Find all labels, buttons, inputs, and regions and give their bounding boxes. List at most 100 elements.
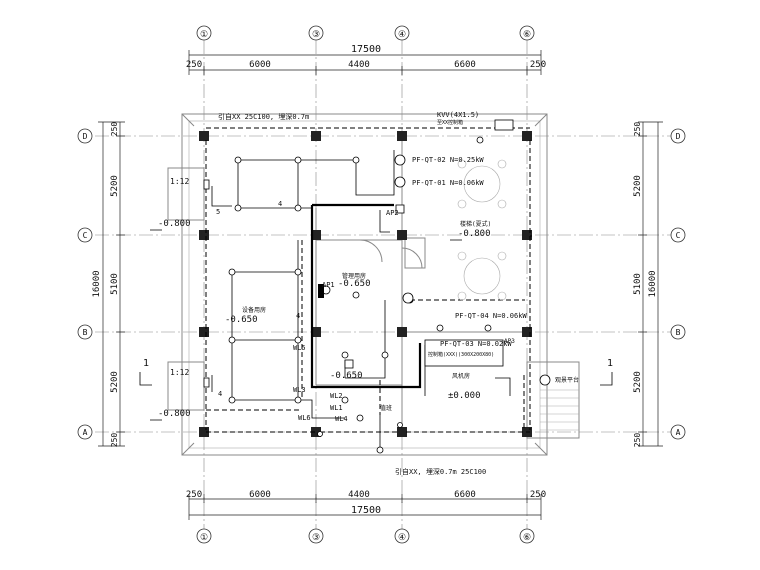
dimension-text: 250 (186, 60, 202, 70)
dimension-text: 5100 (633, 273, 643, 295)
wall-lamp-icon (436, 324, 444, 332)
dimension-text: 6000 (249, 60, 271, 70)
axis-label: ③ (312, 533, 320, 543)
grounding-icon (376, 446, 384, 454)
dimension-text: 250 (186, 490, 202, 500)
dimension-text: 5100 (110, 273, 120, 295)
dimension-right: 250 5200 5100 5200 250 16000 (633, 122, 663, 448)
circuit-label: WL4 (335, 415, 348, 423)
axis-label: ③ (312, 30, 320, 40)
dimension-text: 5200 (110, 175, 120, 197)
ceiling-light-icon (294, 336, 302, 344)
axis-bubbles-left: D C B A (77, 128, 93, 440)
dimension-text: 6000 (249, 490, 271, 500)
circuit-label: WL3 (293, 386, 306, 394)
kvv-label: KVV(4X1.5) (437, 111, 479, 119)
axis-label: ① (200, 30, 208, 40)
elevation-label: -0.800 (158, 409, 191, 419)
ceiling-light-icon (356, 414, 364, 422)
ceiling-light-icon (294, 268, 302, 276)
equipment-label: PF-QT-02 N=0.25kW (412, 156, 484, 164)
dimension-text: 16000 (92, 270, 102, 297)
annotations: 引自XX 25C100, 埋深0.7m KVV(4X1.5) 至XX控制箱 PF… (143, 111, 613, 476)
building-walls (167, 113, 580, 456)
dimension-text: 250 (110, 122, 119, 137)
dimension-left: 16000 250 5200 5100 5200 250 (92, 122, 125, 448)
dimension-bottom: 250 6000 4400 6600 250 17500 (186, 490, 546, 520)
fan-icon (402, 292, 414, 304)
ceiling-light-icon (352, 291, 360, 299)
control-box (424, 339, 504, 367)
room-label: 管理用房 (342, 272, 366, 280)
incoming-feeder (376, 415, 384, 454)
light-fixtures (228, 136, 492, 437)
axis-label: C (676, 231, 681, 240)
fan-icon (539, 374, 551, 386)
wire-count: 5 (216, 208, 220, 216)
equipment-label: PF-QT-03 N=0.02kW (440, 340, 512, 348)
panel-label: AP1 (322, 281, 335, 289)
dimension-text: 16000 (648, 270, 658, 297)
panel-label: AP2 (386, 209, 399, 217)
ceiling-light-icon (381, 351, 389, 359)
ceiling-light-icon (294, 396, 302, 404)
dimension-text: 5200 (633, 371, 643, 393)
ceiling-light-icon (228, 396, 236, 404)
elevation-label: -0.650 (330, 371, 363, 381)
axis-label: D (83, 132, 88, 141)
axis-label: B (83, 328, 88, 337)
room-label: 楼梯(夏式) (460, 220, 491, 228)
axis-label: ① (200, 533, 208, 543)
socket-icon (203, 179, 210, 190)
distribution-runs (310, 203, 422, 389)
section-mark: 1 (143, 358, 149, 369)
elevation-label: -0.800 (458, 229, 491, 239)
dimension-text: 250 (110, 433, 119, 448)
wall-lamp-icon (476, 136, 484, 144)
control-box-label: 控制箱(XXX)(300X200X80) (428, 351, 494, 358)
equipment-label: PF-QT-01 N=0.06kW (412, 179, 484, 187)
dimension-text: 250 (633, 433, 642, 448)
section-mark: 1 (607, 358, 613, 369)
room-label: 值班 (380, 404, 392, 412)
elevation-label: -0.800 (158, 219, 191, 229)
ceiling-light-icon (341, 351, 349, 359)
axis-label: ④ (398, 533, 406, 543)
ratio-label: 1:12 (170, 177, 189, 186)
incoming-line-label: 引自XX 25C100, 埋深0.7m (218, 112, 309, 121)
axis-bubbles-top: ① ③ ④ ⑥ (196, 25, 535, 41)
elevation-label: -0.650 (225, 315, 258, 325)
dimension-text: 250 (633, 122, 642, 137)
exhaust-fans (321, 154, 551, 386)
wall-lamp-icon (484, 324, 492, 332)
axis-label: B (676, 328, 681, 337)
socket-icon (203, 377, 210, 388)
dimension-text: 5200 (633, 175, 643, 197)
ceiling-light-icon (234, 204, 242, 212)
circuit-label: WL1 (330, 404, 343, 412)
kvv-sub-label: 至XX控制箱 (437, 119, 463, 126)
axis-label: A (676, 428, 681, 437)
circuit-label: WL6 (298, 414, 311, 422)
ceiling-light-icon (228, 268, 236, 276)
panel-label: AP3 (504, 338, 515, 345)
ceiling-light-icon (341, 396, 349, 404)
section-markers (139, 229, 613, 421)
dimension-text: 17500 (351, 44, 381, 55)
furniture (457, 159, 507, 301)
axis-bubbles-bottom: ① ③ ④ ⑥ (196, 528, 535, 544)
ceiling-light-icon (234, 156, 242, 164)
dimension-text: 17500 (351, 505, 381, 516)
equipment-label: PF-QT-04 N=0.06kW (455, 312, 527, 320)
wire-count: 4 (296, 312, 300, 320)
ceiling-light-icon (294, 156, 302, 164)
dimension-text: 4400 (348, 60, 370, 70)
panel-ap2-icon (395, 204, 405, 214)
elevation-label: ±0.000 (448, 391, 481, 401)
ceiling-light-icon (294, 204, 302, 212)
wall-lamp-icon (397, 422, 403, 428)
panel-ap1-icon (318, 284, 324, 298)
elevation-label: -0.650 (338, 279, 371, 289)
dimension-text: 5200 (110, 371, 120, 393)
